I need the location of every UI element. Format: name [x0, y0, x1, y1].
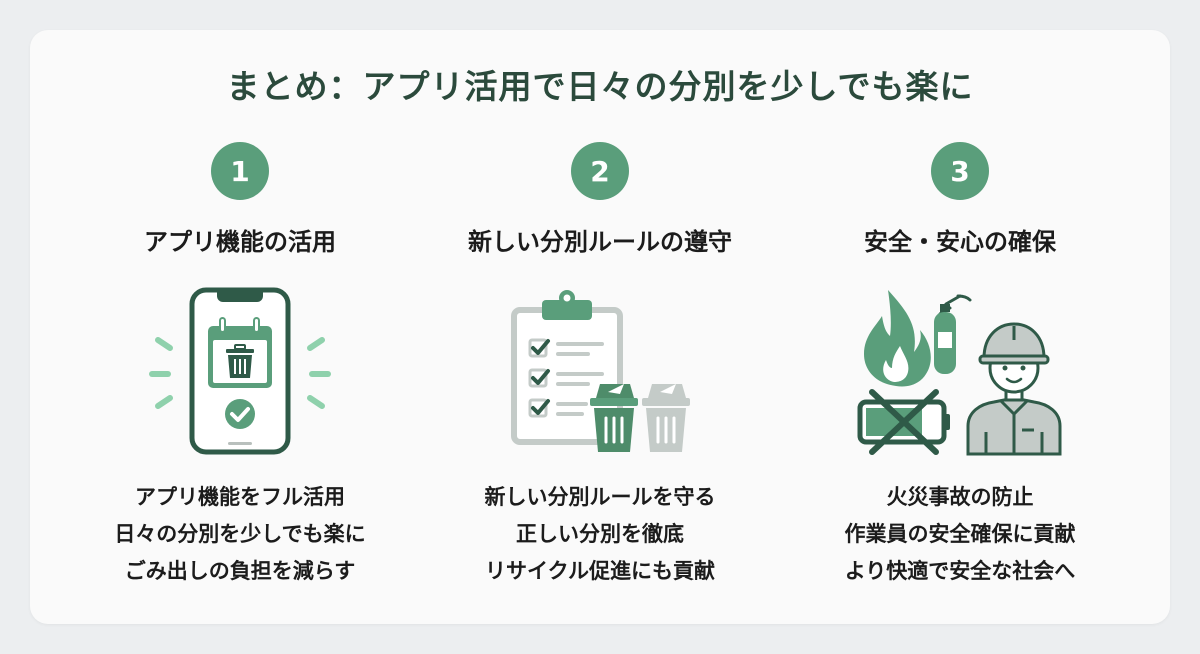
summary-card: まとめ：アプリ活用で日々の分別を少しでも楽に 1 アプリ機能の活用 — [30, 30, 1170, 624]
description-line: 日々の分別を少しでも楽に — [114, 522, 366, 546]
description-line: 作業員の安全確保に貢献 — [844, 522, 1076, 546]
clipboard-checklist-trash-bins-icon — [485, 279, 715, 459]
section-description: 新しい分別ルールを守る 正しい分別を徹底 リサイクル促進にも貢献 — [485, 479, 716, 590]
step-number-badge: 1 — [211, 142, 269, 200]
section-description: 火災事故の防止 作業員の安全確保に貢献 より快適で安全な社会へ — [845, 479, 1076, 590]
step-number-badge: 3 — [931, 142, 989, 200]
section-app-features: 1 アプリ機能の活用 — [60, 142, 420, 590]
section-description: アプリ機能をフル活用 日々の分別を少しでも楽に ごみ出しの負担を減らす — [114, 479, 365, 590]
page-title: まとめ：アプリ活用で日々の分別を少しでも楽に — [226, 67, 974, 106]
step-number-badge: 2 — [571, 142, 629, 200]
section-sorting-rules: 2 新しい分別ルールの遵守 — [420, 142, 780, 590]
section-safety: 3 安全・安心の確保 — [780, 142, 1140, 590]
description-line: ごみ出しの負担を減らす — [124, 559, 356, 583]
description-line: 正しい分別を徹底 — [516, 522, 684, 546]
description-line: 火災事故の防止 — [886, 485, 1034, 509]
smartphone-calendar-trash-check-icon — [125, 279, 355, 459]
description-line: より快適で安全な社会へ — [844, 559, 1076, 583]
section-heading: 安全・安心の確保 — [864, 228, 1056, 256]
section-heading: 新しい分別ルールの遵守 — [468, 228, 732, 256]
section-heading: アプリ機能の活用 — [144, 228, 336, 256]
description-line: リサイクル促進にも貢献 — [485, 559, 715, 583]
fire-extinguisher-battery-worker-icon — [845, 279, 1075, 459]
description-line: アプリ機能をフル活用 — [135, 485, 345, 509]
description-line: 新しい分別ルールを守る — [484, 485, 716, 509]
